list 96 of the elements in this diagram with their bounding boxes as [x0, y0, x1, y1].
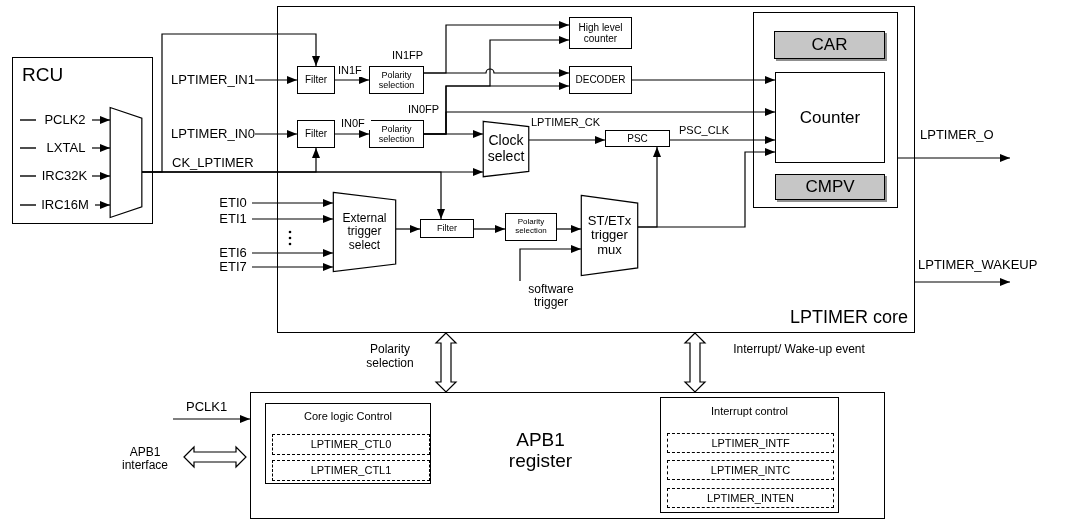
arrow [251, 199, 334, 207]
box-label: PSC [627, 132, 648, 145]
double-arrow [683, 332, 707, 393]
prescaler-box [605, 130, 670, 147]
register-box [775, 174, 885, 200]
control-group-box [660, 397, 839, 513]
arrow [254, 130, 298, 138]
box-label: Filter [304, 128, 328, 140]
register-box [272, 434, 430, 455]
arrow [669, 136, 776, 144]
counter-frame [753, 12, 898, 208]
edge-label: LPTIMER_CK [531, 116, 603, 129]
box-label: CAR [811, 35, 848, 55]
polarity-box [505, 213, 557, 241]
counter-box [569, 17, 632, 49]
box-label: Filter [304, 74, 328, 86]
box-label: LPTIMER_CTL1 [310, 464, 392, 477]
block-title: Interrupt control [709, 405, 789, 418]
arrow [91, 172, 111, 180]
arrow [637, 148, 776, 228]
box-label: External trigger select [341, 211, 388, 253]
box-label: LPTIMER_CTL0 [310, 438, 392, 451]
register-box [774, 31, 885, 59]
box-label: Polarity selection [377, 123, 416, 145]
trigger-select-mux [333, 192, 396, 272]
box-label: Filter [437, 223, 457, 234]
box-label: CMPV [805, 177, 855, 197]
box-label: ST/ETx trigger mux [586, 213, 633, 258]
polarity-box [369, 66, 424, 94]
arrow [395, 225, 421, 233]
clock-source-label: PCLK2 [38, 113, 92, 128]
register-box [667, 433, 834, 453]
arrow [631, 76, 776, 84]
box-label: Polarity selection [514, 218, 548, 236]
arrow [473, 225, 506, 233]
decoder-box [569, 66, 632, 94]
double-arrow [434, 332, 458, 393]
filter-box [297, 66, 335, 94]
block-title: Core logic Control [302, 410, 393, 423]
arrow [519, 245, 582, 282]
counter-box [775, 72, 885, 163]
filter-box [420, 219, 474, 238]
arrow [91, 116, 111, 124]
box-label: Counter [799, 108, 861, 127]
input-signal-label: LPTIMER_IN0 [171, 126, 255, 142]
trigger-source-label: software trigger [510, 281, 592, 311]
block-title: APB1 register [507, 429, 574, 472]
rcu-block [12, 57, 153, 224]
box-label: LPTIMER_INTF [711, 436, 790, 450]
trigger-input-label: ETI7 [214, 260, 252, 275]
box-label: High level counter [577, 21, 624, 45]
arrow [91, 144, 111, 152]
clock-source-label: LXTAL [40, 141, 92, 156]
register-box [272, 460, 430, 481]
lptimer-core-block [277, 6, 915, 333]
arrow [254, 76, 298, 84]
arrow [423, 68, 570, 77]
block-title: LPTIMER core [788, 307, 908, 328]
box-label: LPTIMER_INTC [710, 463, 791, 477]
arrow [897, 154, 1011, 162]
arrow [334, 76, 370, 84]
interface-label: APB1 interface [110, 444, 180, 474]
arrow [94, 201, 111, 209]
filter-box [297, 120, 335, 148]
block-title: RCU [22, 64, 65, 86]
arrow [914, 278, 1011, 286]
clock-mux [110, 107, 142, 218]
edge-label: PSC_CLK [679, 124, 731, 137]
clock-select-mux [483, 121, 529, 177]
clock-source-label: IRC16M [35, 198, 95, 213]
control-group-box [265, 403, 431, 484]
arrow [423, 130, 484, 138]
box-label: LPTIMER_INTEN [707, 491, 794, 505]
edge-label: IN0F [341, 117, 371, 130]
input-signal-label: LPTIMER_IN1 [171, 72, 255, 88]
trigger-input-label: ETI0 [214, 196, 252, 211]
double-arrow [183, 445, 247, 469]
arrow [251, 249, 334, 257]
arrow [251, 263, 334, 271]
arrow [172, 415, 251, 423]
arrow [141, 171, 445, 220]
arrow [251, 215, 334, 223]
arrow [334, 130, 370, 138]
register-box [667, 460, 834, 480]
box-label: Clock select [486, 133, 526, 165]
clock-source-label: IRC32K [37, 169, 92, 184]
box-label: DECODER [575, 74, 626, 86]
arrow [556, 225, 582, 233]
box-label: Polarity selection [377, 69, 416, 91]
arrow [528, 136, 606, 144]
trigger-mux [581, 195, 638, 276]
register-block [250, 392, 885, 519]
trigger-input-label: ETI1 [214, 212, 252, 227]
polarity-box [369, 120, 424, 148]
register-box [667, 488, 834, 508]
trigger-input-label: ETI6 [214, 246, 252, 261]
